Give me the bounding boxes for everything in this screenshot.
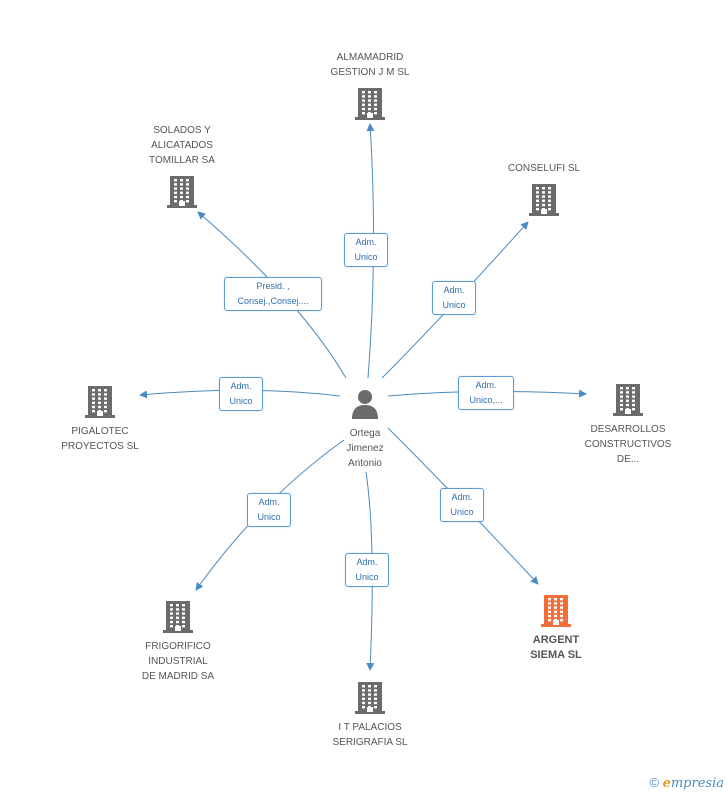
edge-label-conselufi[interactable]: Adm. Unico bbox=[432, 281, 476, 315]
node-solados[interactable]: SOLADOS Y ALICATADOS TOMILLAR SA bbox=[112, 123, 252, 208]
edge-label-solados[interactable]: Presid. , Consej.,Consej.... bbox=[224, 277, 322, 311]
node-pigalotec-label: PIGALOTEC PROYECTOS SL bbox=[61, 426, 139, 452]
node-pigalotec[interactable]: PIGALOTEC PROYECTOS SL bbox=[30, 384, 170, 454]
node-palacios-label: I T PALACIOS SERIGRAFIA SL bbox=[332, 722, 408, 748]
building-icon bbox=[355, 682, 385, 714]
node-argent[interactable]: ARGENT SIEMA SL bbox=[486, 593, 626, 663]
edge-label-desarrollos[interactable]: Adm. Unico,... bbox=[458, 376, 514, 410]
edge-label-argent[interactable]: Adm. Unico bbox=[440, 488, 484, 522]
node-almamadrid[interactable]: ALMAMADRID GESTION J M SL bbox=[300, 50, 440, 120]
node-almamadrid-label: ALMAMADRID GESTION J M SL bbox=[330, 52, 410, 78]
node-conselufi[interactable]: CONSELUFI SL bbox=[474, 161, 614, 216]
building-icon bbox=[85, 386, 115, 418]
building-icon bbox=[613, 384, 643, 416]
person-icon bbox=[352, 390, 378, 419]
building-icon bbox=[355, 88, 385, 120]
node-frigorifico[interactable]: FRIGORIFICO INDUSTRIAL DE MADRID SA bbox=[108, 599, 248, 684]
center-person-node[interactable]: Ortega Jimenez Antonio bbox=[295, 388, 435, 471]
empresia-watermark[interactable]: © empresia bbox=[649, 775, 724, 791]
node-conselufi-label: CONSELUFI SL bbox=[507, 163, 581, 174]
building-icon bbox=[163, 601, 193, 633]
node-frigorifico-label: FRIGORIFICO INDUSTRIAL DE MADRID SA bbox=[141, 641, 215, 682]
node-desarrollos-label: DESARROLLOS CONSTRUCTIVOS DE... bbox=[584, 424, 672, 465]
edge-label-pigalotec[interactable]: Adm. Unico bbox=[219, 377, 263, 411]
copyright-icon: © bbox=[649, 775, 659, 790]
center-person-label: Ortega Jimenez Antonio bbox=[346, 428, 384, 469]
edge-label-palacios[interactable]: Adm. Unico bbox=[345, 553, 389, 587]
node-argent-label: ARGENT SIEMA SL bbox=[530, 634, 582, 661]
building-icon bbox=[529, 184, 559, 216]
node-palacios[interactable]: I T PALACIOS SERIGRAFIA SL bbox=[300, 680, 440, 750]
building-icon bbox=[541, 595, 571, 627]
brand-initial: e bbox=[662, 776, 671, 791]
edge-label-frigorifico[interactable]: Adm. Unico bbox=[247, 493, 291, 527]
node-desarrollos[interactable]: DESARROLLOS CONSTRUCTIVOS DE... bbox=[558, 382, 698, 467]
edge-label-almamadrid[interactable]: Adm. Unico bbox=[344, 233, 388, 267]
building-icon bbox=[167, 176, 197, 208]
node-solados-label: SOLADOS Y ALICATADOS TOMILLAR SA bbox=[149, 125, 215, 166]
brand-name: mpresia bbox=[670, 776, 724, 791]
